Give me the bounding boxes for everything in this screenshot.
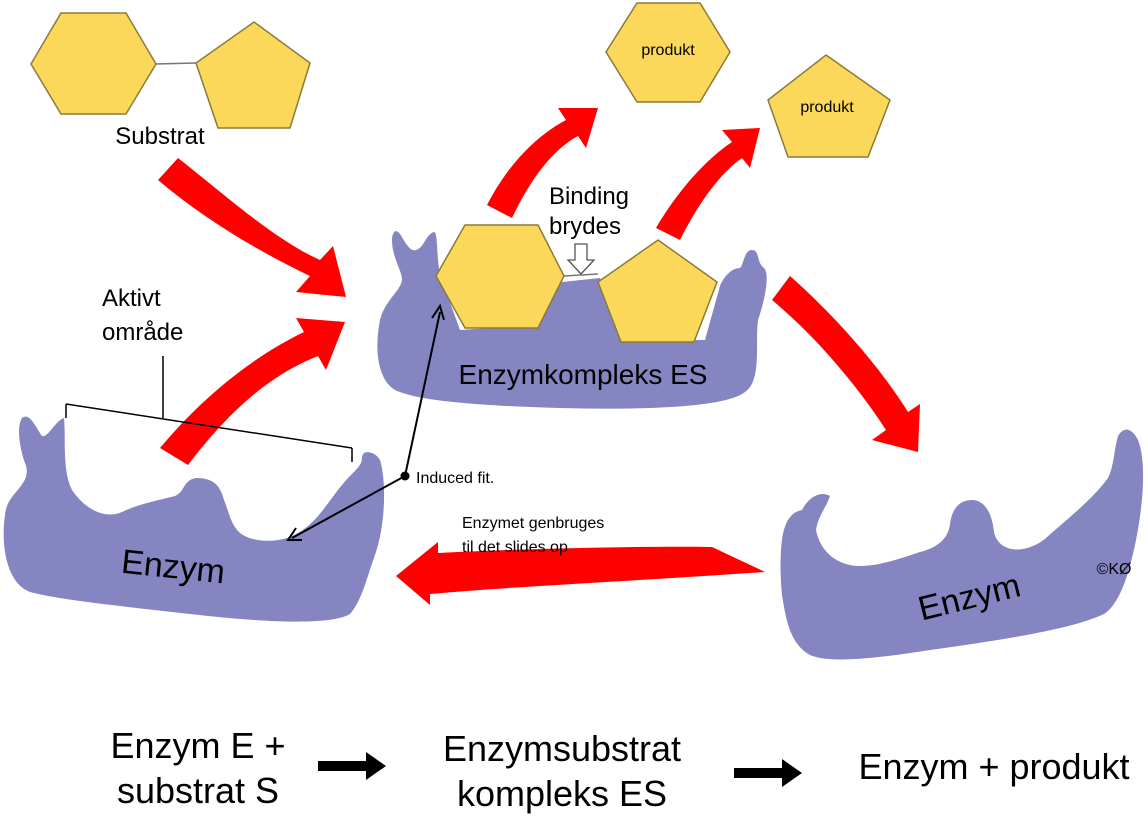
equation-middle-line1: Enzymsubstrat: [443, 728, 681, 769]
reaction-equation: Enzym E + substrat S Enzymsubstrat kompl…: [110, 725, 1129, 814]
equation-left-line1: Enzym E +: [110, 725, 285, 766]
equation-middle-line2: kompleks ES: [457, 773, 667, 814]
enzyme-complex: Enzymkompleks ES: [377, 224, 767, 409]
product-pentagon-group: produkt: [767, 54, 891, 158]
complex-substrate-pentagon: [597, 239, 718, 343]
enzyme-left-body: [3, 416, 385, 622]
enzyme-right-body: [780, 429, 1144, 660]
product-pentagon-label: produkt: [800, 99, 854, 116]
copyright-label: ©KØ: [1097, 561, 1132, 578]
induced-fit-label: Induced fit.: [416, 470, 494, 487]
arrow-complex-to-product-hex: [487, 108, 598, 218]
complex-substrate-bond: [563, 273, 599, 277]
equation-arrow-2-icon: [734, 759, 802, 787]
recycle-label-line1: Enzymet genbruges: [462, 515, 604, 532]
complex-label: Enzymkompleks ES: [459, 359, 708, 390]
arrow-complex-to-product-pent: [656, 128, 760, 240]
red-arrows: [158, 108, 920, 605]
product-hexagon-group: produkt: [605, 2, 731, 103]
substrate-hexagon: [30, 12, 157, 115]
arrow-enzyme-recycled: [396, 542, 765, 605]
substrate-molecule: [30, 12, 311, 129]
product-hexagon-label: produkt: [641, 42, 695, 59]
induced-fit-dot: [400, 471, 410, 481]
arrow-enzyme-to-complex: [160, 318, 345, 465]
binding-down-arrow-icon: [566, 243, 596, 275]
binding-label-line1: Binding: [549, 183, 629, 210]
substrate-pentagon: [195, 21, 311, 129]
enzyme-left: Enzym: [3, 416, 385, 622]
arrow-complex-to-enzyme: [772, 276, 920, 452]
enzyme-complex-body: [377, 231, 767, 409]
induced-fit-pointer: [286, 303, 445, 541]
equation-right: Enzym + produkt: [858, 746, 1129, 787]
complex-substrate-hexagon: [435, 224, 565, 329]
active-site-label-line2: område: [102, 319, 183, 346]
equation-left-line2: substrat S: [117, 770, 279, 811]
product-pentagon: [767, 54, 891, 158]
substrate-bond: [154, 62, 197, 65]
binding-label-line2: brydes: [549, 213, 621, 240]
recycle-label-line2: til det slides op: [462, 539, 568, 556]
enzyme-right: Enzym ©KØ: [780, 429, 1144, 660]
product-hexagon: [605, 2, 731, 103]
arrow-substrate-to-complex: [158, 158, 346, 297]
active-site-bracket: [65, 356, 353, 462]
substrate-label: Substrat: [115, 123, 205, 150]
active-site-label-line1: Aktivt: [102, 285, 161, 312]
equation-arrow-1-icon: [318, 752, 386, 780]
